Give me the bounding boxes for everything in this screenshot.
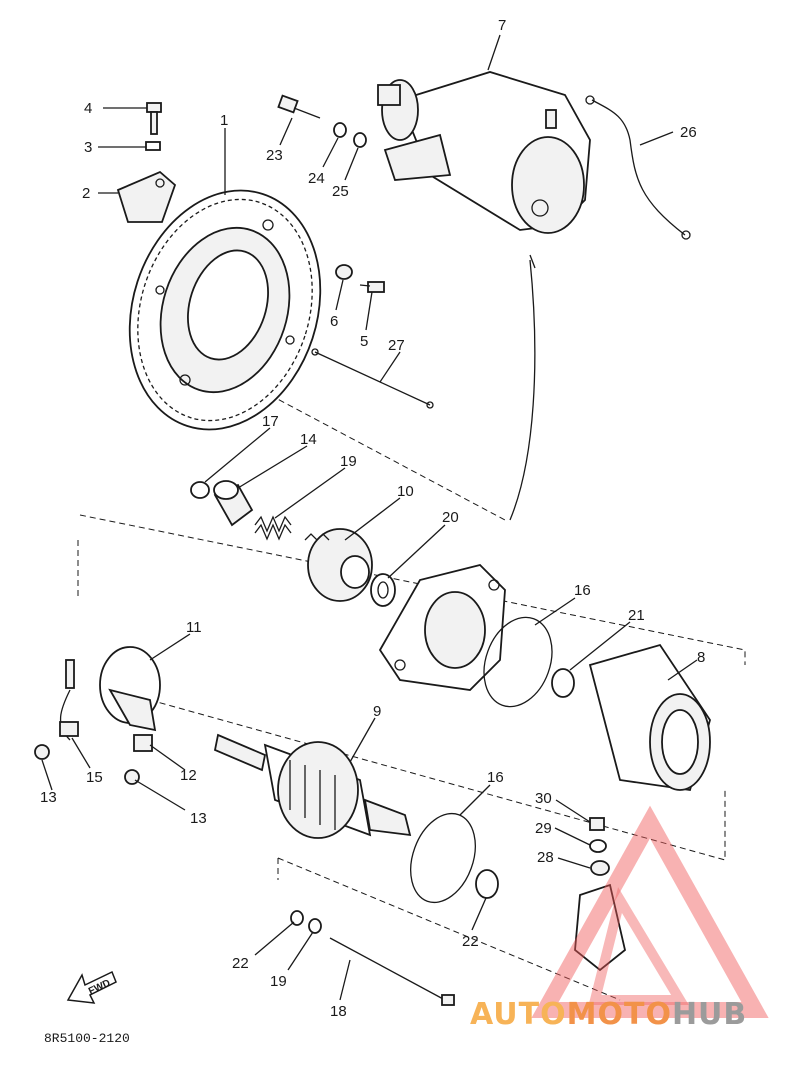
callout-30: 26 (680, 124, 697, 141)
washer-19 (308, 918, 322, 934)
callout-31: 27 (388, 337, 405, 354)
yoke-8 (588, 643, 711, 792)
nut-13-left (34, 744, 50, 760)
nut-6 (335, 264, 353, 280)
callout-29: 25 (332, 183, 349, 200)
watermark-text: AUTOMOTOHUB (470, 997, 747, 1032)
circlip-17 (190, 481, 210, 499)
starter-motor (377, 71, 591, 234)
callout-23: 21 (628, 607, 645, 624)
callout-13-right: 13 (190, 810, 207, 827)
brush-holder-plate (99, 646, 161, 732)
washer-20 (290, 910, 304, 926)
bolt-27 (277, 94, 321, 119)
callout-16-upper: 16 (574, 582, 591, 599)
pinion-gear-10 (304, 528, 373, 602)
lock-plate (116, 170, 177, 223)
spring-21 (254, 515, 292, 541)
washer-22-upper (370, 573, 396, 607)
callout-18: 18 (330, 1003, 347, 1020)
watermark-triangle-icon (531, 805, 769, 1018)
through-bolt-18 (329, 937, 455, 1006)
washer-3 (145, 141, 161, 151)
callout-16-lower: 16 (487, 769, 504, 786)
o-ring-16-lower (410, 812, 476, 904)
rod-31 (311, 348, 434, 409)
watermark: AUTOMOTOHUB (470, 805, 769, 1032)
callout-24: 28 (537, 849, 554, 866)
leader-curve (509, 259, 536, 521)
callout-10: 10 (397, 483, 414, 500)
starter-cable (585, 95, 691, 240)
front-cover (378, 564, 506, 691)
callout-26: 30 (535, 790, 552, 807)
forward-label: FWD (87, 978, 112, 998)
o-ring-16-upper (483, 616, 553, 708)
washer-28 (333, 122, 347, 138)
nut-13-right (124, 769, 140, 785)
armature-9 (213, 733, 412, 839)
callout-12: 12 (180, 767, 197, 784)
washer-23 (551, 668, 575, 698)
callout-15: 15 (86, 769, 103, 786)
collar-14 (213, 480, 254, 527)
leader-lines (41, 34, 698, 1001)
forward-arrow-icon: FWD (66, 970, 117, 1004)
callout-9: 9 (373, 703, 381, 720)
washer-29 (353, 132, 367, 148)
callout-21: 19 (340, 453, 357, 470)
washer-22-lower (475, 869, 499, 899)
callout-13-left: 13 (40, 789, 57, 806)
callout-22-upper: 20 (442, 509, 459, 526)
callout-11: 11 (186, 619, 202, 636)
brush-lead-15 (59, 659, 79, 741)
callout-27: 23 (266, 147, 283, 164)
callout-1: 1 (220, 112, 228, 129)
callout-28: 24 (308, 170, 325, 187)
callout-3: 3 (84, 139, 92, 156)
callout-5: 5 (360, 333, 368, 350)
drawing-code: 8R5100-2120 (44, 1031, 130, 1046)
starter-clutch-gear (128, 189, 322, 431)
callout-17: 17 (262, 413, 279, 430)
callout-7: 7 (498, 17, 506, 34)
callout-20: 22 (232, 955, 249, 972)
callout-labels: 7 4 3 2 1 23 24 25 26 6 5 27 17 14 19 10… (40, 17, 705, 1020)
callout-8: 8 (697, 649, 705, 666)
callout-19: 19 (270, 973, 287, 990)
callout-2: 2 (82, 185, 90, 202)
brush-12 (133, 734, 153, 752)
callout-4: 4 (84, 100, 92, 117)
callout-25: 29 (535, 820, 552, 837)
assembly-outline (77, 394, 746, 1001)
terminal-parts (574, 817, 627, 972)
bolt-4 (146, 102, 162, 135)
callout-6: 6 (330, 313, 338, 330)
callout-22-lower: 22 (462, 933, 479, 950)
bolt-5 (359, 281, 385, 293)
callout-14: 14 (300, 431, 317, 448)
